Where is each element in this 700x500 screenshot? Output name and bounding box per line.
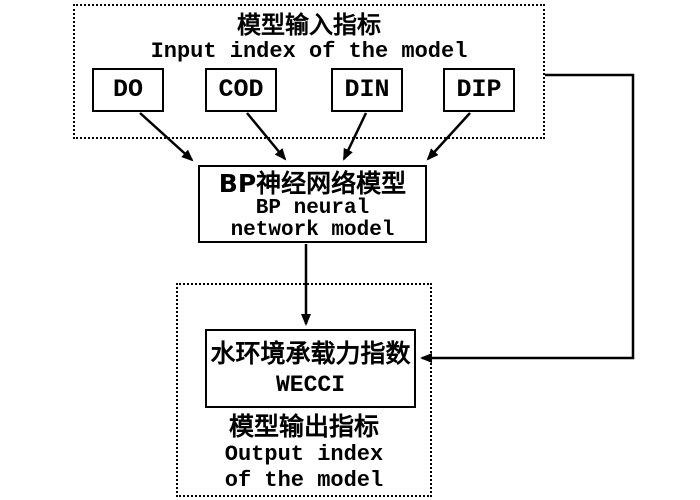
indicator-label-din: DIN xyxy=(344,75,390,104)
indicator-label-do: DO xyxy=(112,75,143,104)
bp-model-node: BP神经网络模型 BP neural network model xyxy=(198,165,427,243)
output-section-title-en-line2: of the model xyxy=(224,468,384,493)
input-section-box: 模型输入指标 Input index of the model xyxy=(73,4,545,139)
wecci-node-title-zh: 水环境承载力指数 xyxy=(210,339,411,368)
bp-model-title-zh: BP神经网络模型 xyxy=(218,169,407,198)
bp-model-title-en-line2: network model xyxy=(230,219,395,242)
bp-model-title-en-line1: BP neural xyxy=(255,197,370,220)
input-section-title-zh: 模型输入指标 xyxy=(237,11,381,39)
indicator-label-dip: DIP xyxy=(456,75,502,104)
wecci-node: 水环境承载力指数 WECCI xyxy=(205,329,416,408)
indicator-node-do: DO xyxy=(92,68,164,112)
indicator-node-dip: DIP xyxy=(443,68,515,112)
output-section-caption: 模型输出指标 Output index of the model xyxy=(176,412,432,494)
output-section-title-en-line1: Output index xyxy=(224,442,384,467)
indicator-node-cod: COD xyxy=(205,68,277,112)
output-section-box xyxy=(176,283,432,497)
input-section-title-en: Input index of the model xyxy=(150,39,468,64)
wecci-node-title-en: WECCI xyxy=(275,372,345,398)
output-section-title-zh: 模型输出指标 xyxy=(228,412,379,441)
indicator-label-cod: COD xyxy=(218,75,264,104)
indicator-node-din: DIN xyxy=(331,68,403,112)
